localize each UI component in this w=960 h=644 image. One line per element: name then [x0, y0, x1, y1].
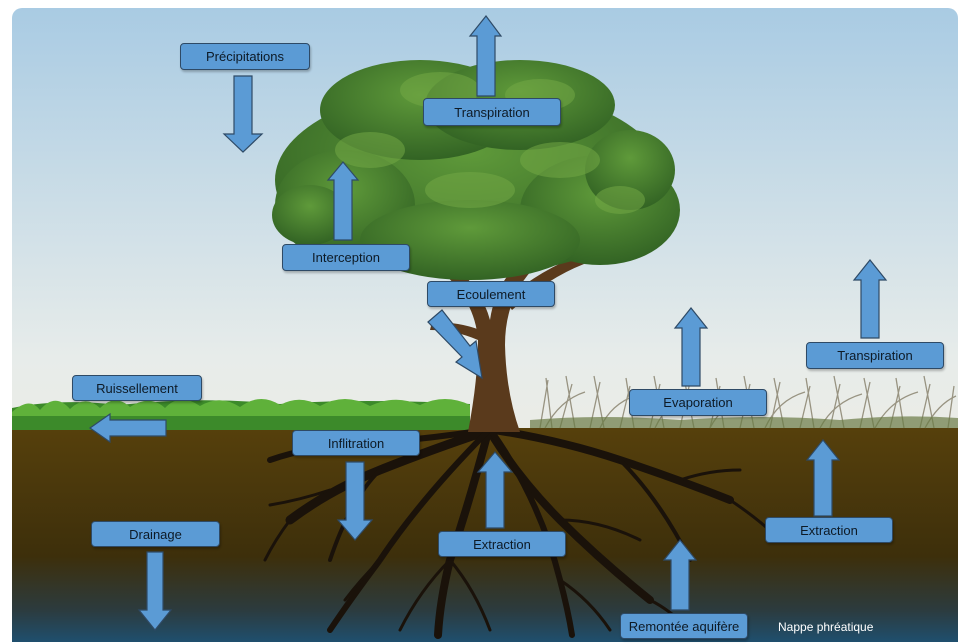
- drainage-arrow: [137, 551, 173, 631]
- transpiration-grass-arrow: [852, 259, 888, 339]
- infiltration-arrow: [336, 461, 374, 541]
- label-extraction-grass: Extraction: [765, 517, 893, 543]
- foliage-highlights: [335, 72, 645, 214]
- ruissellement-arrow: [88, 412, 167, 444]
- label-ruissellement: Ruissellement: [72, 375, 202, 401]
- aquifer-rise-arrow: [662, 539, 698, 611]
- label-transpiration-grass: Transpiration: [806, 342, 944, 369]
- label-drainage: Drainage: [91, 521, 220, 547]
- extraction-grass-arrow: [805, 439, 841, 517]
- grass-left: [12, 398, 470, 430]
- precipitation-arrow: [222, 75, 264, 153]
- label-ecoulement: Ecoulement: [427, 281, 555, 307]
- interception-arrow: [326, 161, 360, 241]
- label-remontee-aquifere: Remontée aquifère: [620, 613, 748, 639]
- label-transpiration-tree: Transpiration: [423, 98, 561, 126]
- label-precipitations: Précipitations: [180, 43, 310, 70]
- extraction-tree-arrow: [476, 451, 514, 529]
- ecoulement-arrow: [427, 309, 483, 380]
- transpiration-tree-arrow: [468, 15, 503, 97]
- evaporation-arrow: [673, 307, 709, 387]
- grass-strip-right: [530, 416, 958, 428]
- label-evaporation: Evaporation: [629, 389, 767, 416]
- label-infiltration: Inflitration: [292, 430, 420, 456]
- label-extraction-tree: Extraction: [438, 531, 566, 557]
- dry-grass-right: [539, 375, 957, 429]
- label-nappe-phreatique: Nappe phréatique: [778, 620, 874, 634]
- label-interception: Interception: [282, 244, 410, 271]
